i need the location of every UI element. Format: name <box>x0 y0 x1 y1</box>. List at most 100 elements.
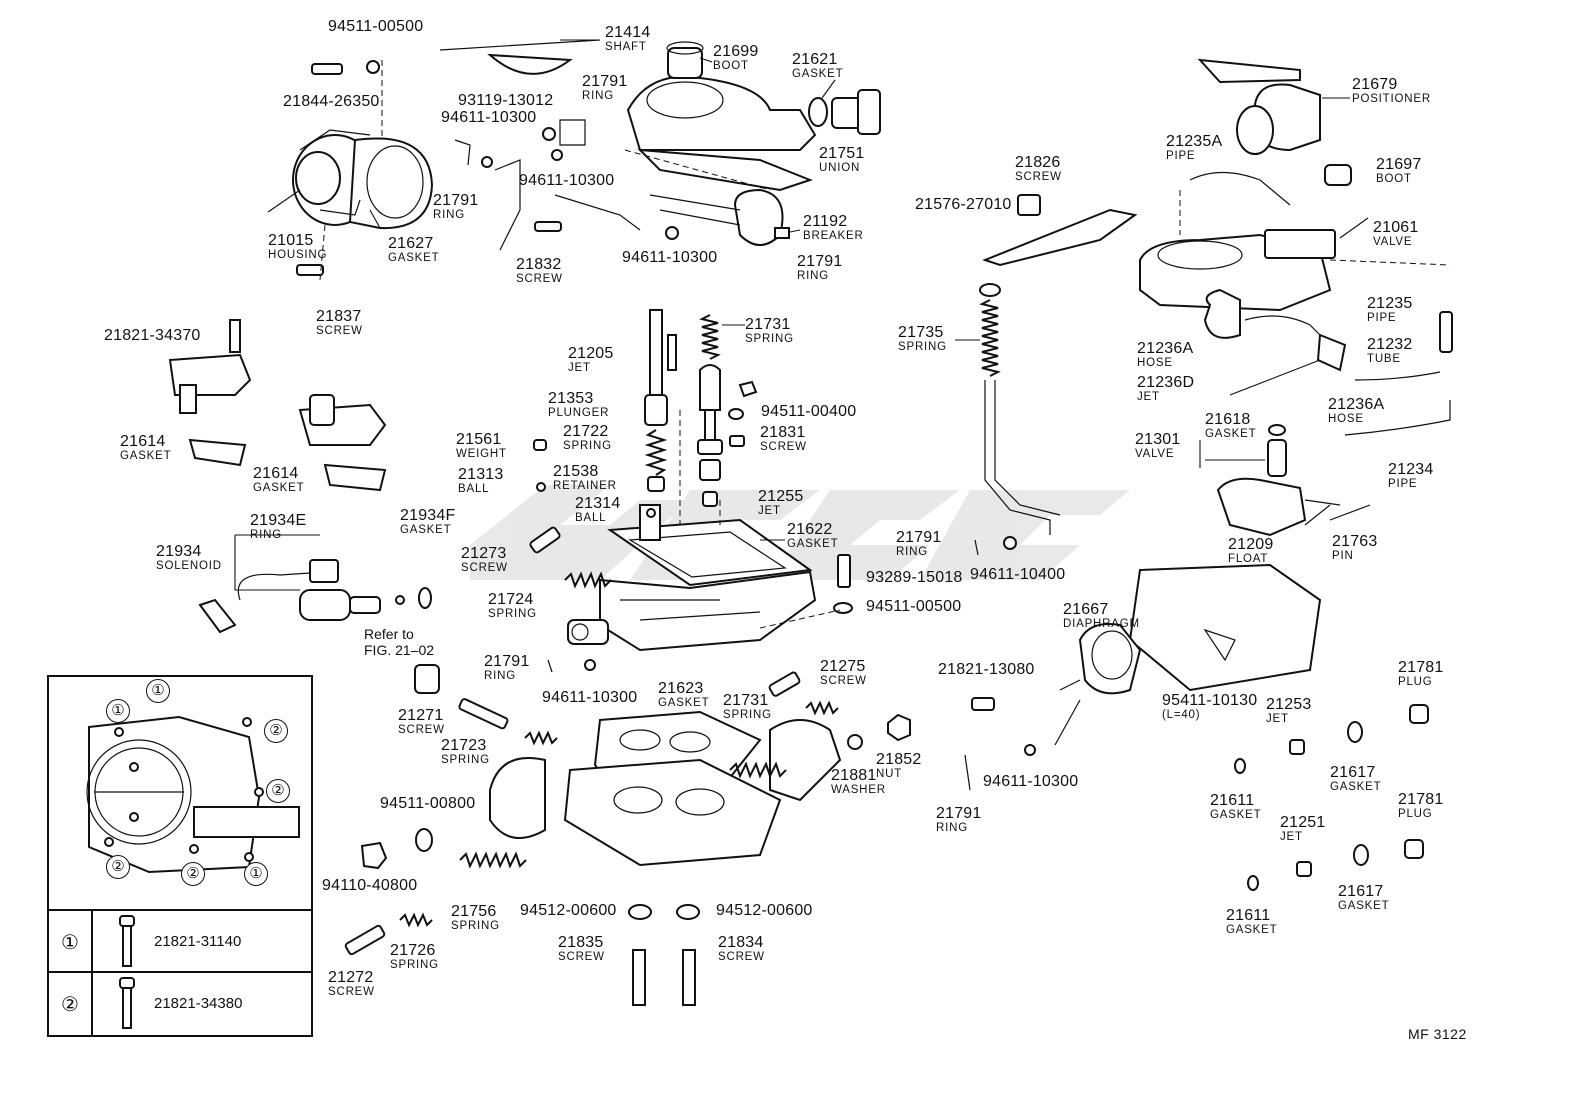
mark-2: ② <box>264 719 288 743</box>
callout-21576-27010: 21576-27010 <box>915 197 1012 213</box>
part-number: 94110-40800 <box>322 877 418 894</box>
callout-93289-15018: 93289-15018 <box>866 570 963 586</box>
part-number: 21614 <box>120 433 166 450</box>
part-number: 21791 <box>582 73 628 90</box>
part-number: 94512-00600 <box>716 902 813 919</box>
part-name: SHAFT <box>605 41 647 53</box>
part-name: SCREW <box>398 724 445 736</box>
callout-94511-00500-b: 94511-00500 <box>866 599 961 615</box>
part-number: 21751 <box>819 145 865 162</box>
part-number: 21236D <box>1137 374 1195 391</box>
part-name: SCREW <box>516 273 563 285</box>
part-number: 21622 <box>787 521 833 538</box>
part-number: 21791 <box>797 253 843 270</box>
callout-95411-10130: 95411-10130(L=40) <box>1162 693 1257 722</box>
part-name: SOLENOID <box>156 560 222 572</box>
part-number: 21723 <box>441 737 487 754</box>
callout-94611-10300-b: 94611-10300 <box>519 173 614 189</box>
inset-row-part: 21821-31140 <box>154 933 242 950</box>
part-name: (L=40) <box>1162 709 1201 721</box>
part-number: 21353 <box>548 390 594 407</box>
figure-code: MF 3122 <box>1408 1026 1467 1042</box>
part-number: 21763 <box>1332 533 1378 550</box>
part-name: SCREW <box>316 325 363 337</box>
part-number: 21236A <box>1137 340 1194 357</box>
part-name: RING <box>797 270 829 282</box>
part-number: 21313 <box>458 466 504 483</box>
part-name: GASKET <box>1210 809 1262 821</box>
part-name: BALL <box>575 512 607 524</box>
part-name: BREAKER <box>803 230 864 242</box>
float-bowl-cover <box>971 563 1322 746</box>
part-number: 21235A <box>1166 133 1223 150</box>
refer-line-1: Refer to <box>364 626 414 642</box>
part-number: 94511-00500 <box>866 598 962 615</box>
part-name: SPRING <box>390 959 439 971</box>
part-name: RING <box>936 822 968 834</box>
part-name: PIPE <box>1166 150 1196 162</box>
part-number: 21273 <box>461 545 507 562</box>
mark-1: ① <box>106 699 130 723</box>
part-number: 21844-26350 <box>283 93 380 110</box>
part-number: 21623 <box>658 680 704 697</box>
valve-assembly-right <box>1139 58 1453 537</box>
part-name: HOSE <box>1137 357 1173 369</box>
part-number: 21414 <box>605 24 651 41</box>
part-number: 93289-15018 <box>866 569 963 586</box>
part-name: GASKET <box>1226 924 1278 936</box>
part-number: 21236A <box>1328 396 1385 413</box>
part-number: 21627 <box>388 235 434 252</box>
part-name: UNION <box>819 162 861 174</box>
part-number: 21832 <box>516 256 562 273</box>
callout-94611-10300-c: 94611-10300 <box>622 250 717 266</box>
part-name: RING <box>433 209 465 221</box>
screw-icon <box>119 915 135 967</box>
inset-row-key: ② <box>49 973 93 1035</box>
part-name: SPRING <box>723 709 772 721</box>
mark-2: ② <box>106 855 130 879</box>
callout-94511-00500-a: 94511-00500 <box>328 19 423 35</box>
part-number: 94511-00800 <box>380 795 476 812</box>
part-number: 21934F <box>400 507 456 524</box>
mark-1: ① <box>244 862 268 886</box>
part-number: 21275 <box>820 658 866 675</box>
leader-lines <box>267 39 1369 541</box>
part-number: 21205 <box>568 345 614 362</box>
callout-93119-13012: 93119-13012 <box>458 93 553 109</box>
inset-panel: ① ① ② ② ② ② ① ① 21821-31140 ② 21821-3438… <box>47 675 313 1037</box>
part-number: 21253 <box>1266 696 1312 713</box>
part-name: JET <box>1266 713 1289 725</box>
part-number: 21251 <box>1280 814 1326 831</box>
part-number: 21314 <box>575 495 621 512</box>
part-name: SPRING <box>745 333 794 345</box>
part-name: NUT <box>876 768 903 780</box>
part-name: SCREW <box>820 675 867 687</box>
part-name: SPRING <box>451 920 500 932</box>
part-number: 21735 <box>898 324 944 341</box>
solenoid <box>198 534 432 634</box>
callout-94110-40800: 94110-40800 <box>322 878 417 894</box>
part-name: PIPE <box>1388 478 1418 490</box>
part-name: VALVE <box>1135 448 1175 460</box>
inset-gasket-drawing <box>86 715 300 874</box>
callout-94511-00800: 94511-00800 <box>380 796 475 812</box>
